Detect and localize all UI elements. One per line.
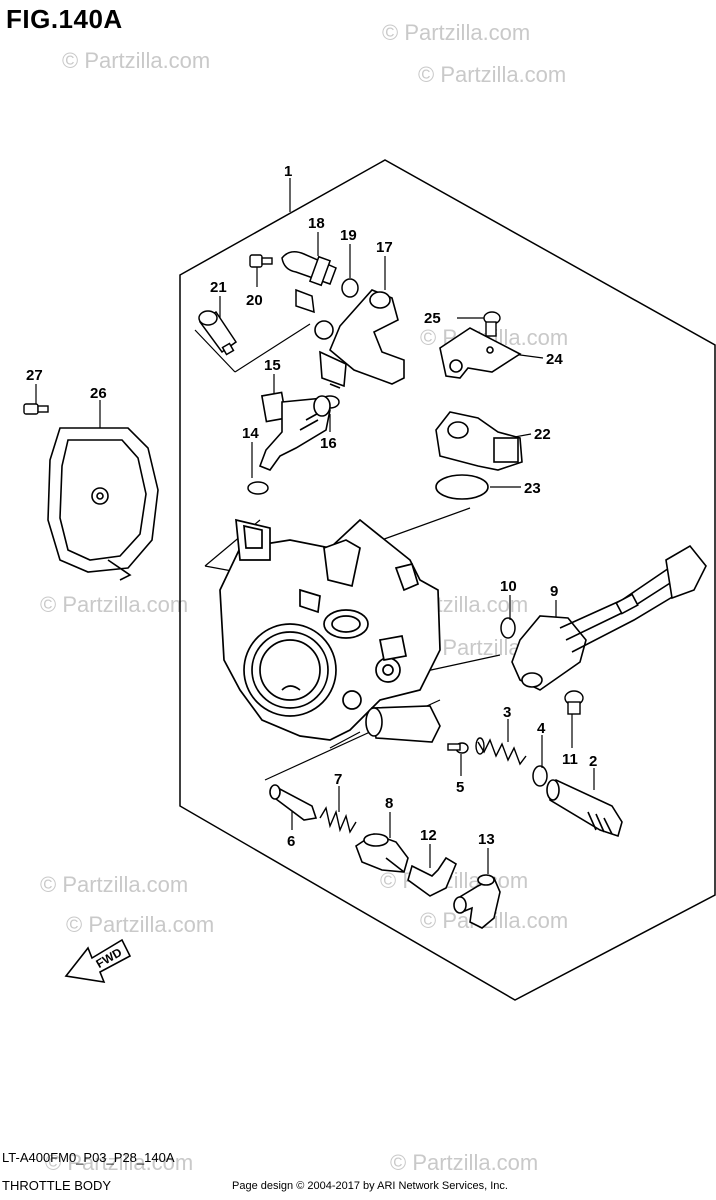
screw-part-5	[447, 742, 469, 754]
sensor-part-22	[435, 411, 523, 471]
watermark: © Partzilla.com	[45, 1150, 194, 1175]
callout-15: 15	[264, 357, 281, 374]
callout-5: 5	[456, 779, 464, 796]
oring-part-23	[435, 474, 489, 500]
callout-24: 24	[546, 351, 563, 368]
screw-part-20	[249, 254, 273, 268]
callout-10: 10	[500, 578, 517, 595]
callout-20: 20	[246, 292, 263, 309]
cap-part-21	[198, 310, 238, 356]
oring-part-4	[532, 765, 548, 787]
shaft-part-2	[546, 778, 623, 838]
callout-18: 18	[308, 215, 325, 232]
fitting-part-18	[281, 251, 337, 314]
bracket-part-24	[439, 327, 522, 379]
throttle-body	[219, 518, 441, 741]
callout-13: 13	[478, 831, 495, 848]
screw-part-25	[483, 311, 501, 337]
callout-27: 27	[26, 367, 43, 384]
oring-part-14	[247, 481, 269, 495]
watermark: © Partzilla.com	[418, 62, 567, 87]
callout-17: 17	[376, 239, 393, 256]
section-title: THROTTLE BODY	[2, 1178, 112, 1193]
watermark: © Partzilla.com	[40, 592, 189, 617]
watermark: © Partzilla.com	[382, 20, 531, 45]
callout-19: 19	[340, 227, 357, 244]
callout-11: 11	[562, 751, 578, 768]
spring-part-3	[475, 737, 527, 766]
valve-body	[365, 705, 441, 743]
screw-part-27	[23, 403, 49, 415]
callout-7: 7	[334, 771, 342, 788]
callout-12: 12	[420, 827, 437, 844]
callout-14: 14	[242, 425, 259, 442]
watermark: © Partzilla.com	[390, 1150, 539, 1175]
callout-1: 1	[284, 163, 292, 180]
fitting-part-8	[355, 833, 409, 873]
copyright-notice: Page design © 2004-2017 by ARI Network S…	[232, 1180, 508, 1192]
sensor-part-17	[314, 289, 405, 389]
fwd-arrow-icon	[64, 938, 132, 984]
assembly-outline	[179, 159, 716, 1001]
callout-8: 8	[385, 795, 393, 812]
figure-title: FIG.140A	[6, 4, 123, 34]
callout-3: 3	[503, 704, 511, 721]
injector-part-15	[258, 391, 331, 471]
callout-labels: 1 2 3 4 5 6 7 8 9 10 11 12 13 14 15 16 1…	[26, 163, 597, 850]
callout-21: 21	[210, 279, 227, 296]
watermark: © Partzilla.com	[40, 872, 189, 897]
hose-part-12	[407, 856, 458, 897]
watermark: © Partzilla.com	[66, 912, 215, 937]
callout-4: 4	[537, 720, 546, 737]
callout-16: 16	[320, 435, 337, 452]
callout-6: 6	[287, 833, 295, 850]
oring-part-10	[500, 617, 516, 639]
callout-22: 22	[534, 426, 551, 443]
oring-part-19	[341, 278, 359, 298]
callout-2: 2	[589, 753, 597, 770]
callout-25: 25	[424, 310, 441, 327]
callout-23: 23	[524, 480, 541, 497]
screw-part-11	[564, 690, 584, 715]
watermark: © Partzilla.com	[62, 48, 211, 73]
part-code: LT-A400FM0_P03_P28_140A	[2, 1150, 175, 1165]
callout-26: 26	[90, 385, 107, 402]
spring-part-7	[319, 806, 357, 834]
cover-part-26	[47, 427, 159, 581]
callout-9: 9	[550, 583, 558, 600]
sensor-part-9	[511, 544, 707, 691]
elbow-part-13	[453, 874, 501, 929]
plunger-part-6	[269, 784, 318, 821]
